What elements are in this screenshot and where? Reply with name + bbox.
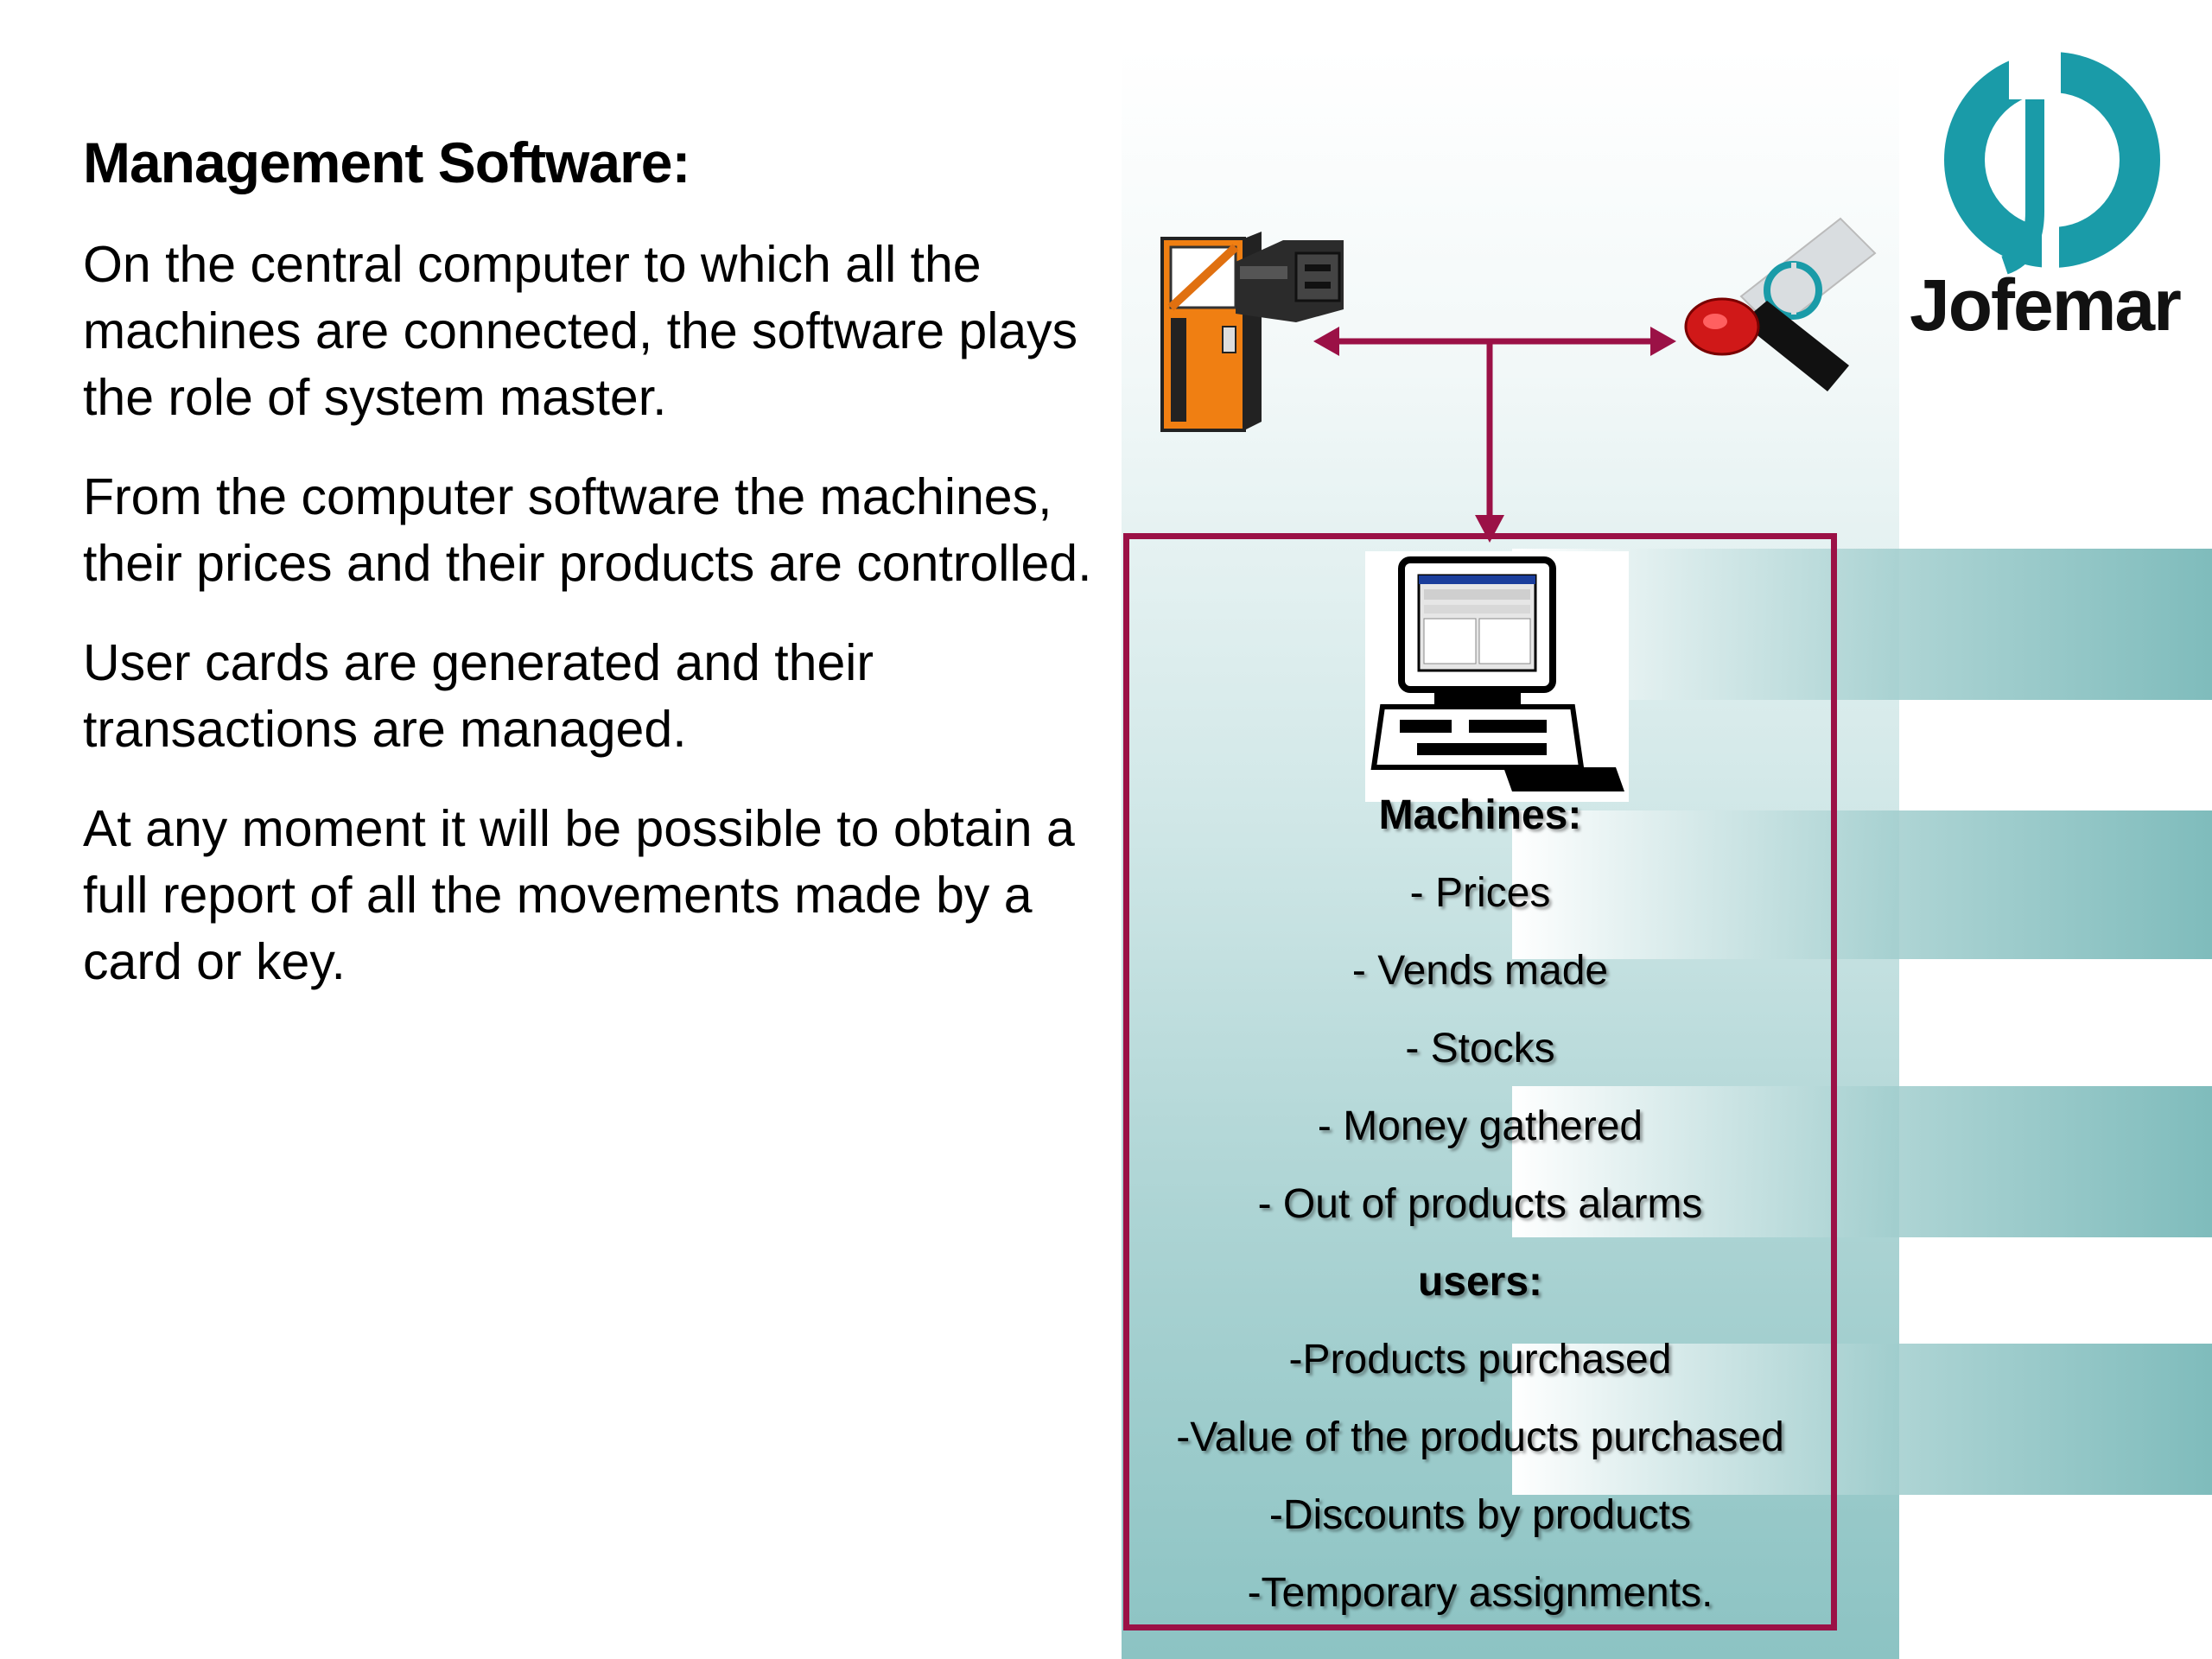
feature-list: Machines: - Prices - Vends made - Stocks… — [1123, 785, 1837, 1640]
list-item: -Products purchased — [1288, 1337, 1672, 1382]
stripe-1 — [1512, 549, 2212, 700]
computer-icon — [1365, 551, 1629, 802]
stripe-3 — [1512, 1086, 2212, 1237]
vending-machine-icon — [1160, 232, 1344, 432]
info-frame — [1123, 533, 1837, 1630]
stripe-4 — [1512, 1344, 2212, 1495]
logo-text: Jofemar — [1910, 264, 2182, 346]
jofemar-logo-icon — [1944, 39, 2160, 275]
list-item: - Out of products alarms — [1257, 1181, 1703, 1227]
card-key-icon — [1684, 217, 1877, 391]
list-item: -Value of the products purchased — [1176, 1414, 1784, 1460]
list-item: - Stocks — [1405, 1026, 1555, 1071]
list-item: - Prices — [1409, 870, 1551, 916]
list-item: -Temporary assignments. — [1247, 1570, 1713, 1616]
paragraph-2: From the computer software the machines,… — [83, 468, 1092, 592]
page-title: Management Software: — [83, 130, 690, 194]
list-item: - Vends made — [1351, 948, 1609, 994]
connection-arrows — [1313, 327, 1676, 543]
stripe-2 — [1512, 810, 2212, 959]
paragraph-4: At any moment it will be possible to obt… — [83, 800, 1075, 990]
list-header-users: users: — [1417, 1259, 1543, 1305]
list-header-machines: Machines: — [1378, 792, 1582, 838]
list-item: -Discounts by products — [1268, 1492, 1692, 1538]
text-column: Management Software: On the central comp… — [83, 130, 1103, 1028]
list-item: - Money gathered — [1317, 1103, 1643, 1149]
paragraph-3: User cards are generated and their trans… — [83, 634, 874, 758]
paragraph-1: On the central computer to which all the… — [83, 236, 1078, 426]
